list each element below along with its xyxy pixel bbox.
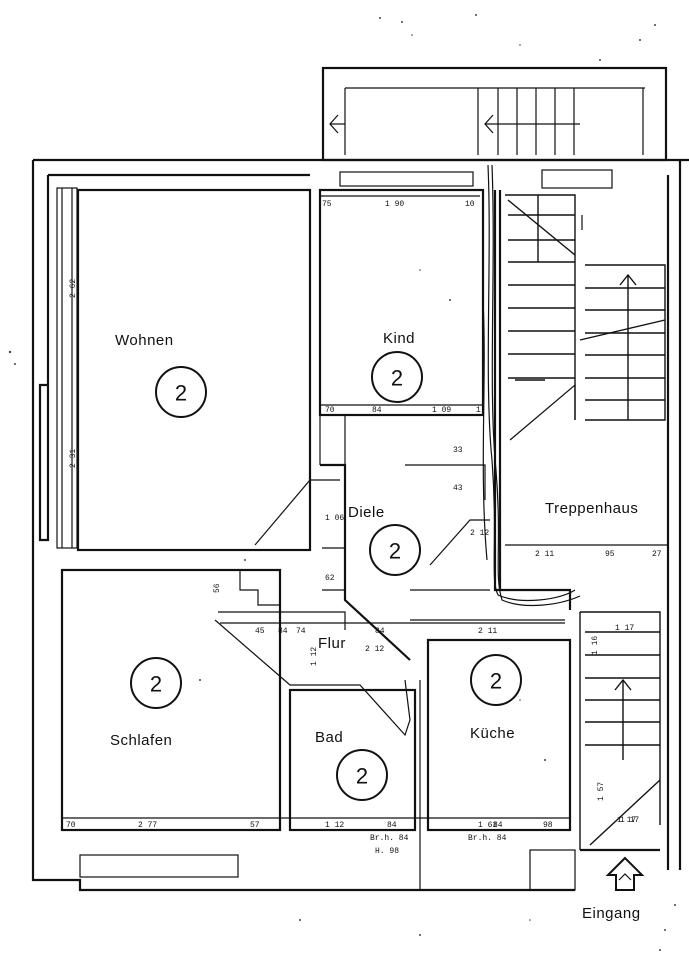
room-kueche xyxy=(426,638,576,891)
dim-diele-side-1: 33 xyxy=(453,446,463,455)
scan-noise xyxy=(8,14,676,951)
dim-right-3: 1 57 xyxy=(597,782,606,801)
number-circle-wohnen: 2 xyxy=(155,366,207,418)
number-kind: 2 xyxy=(391,366,403,391)
number-circle-bad: 2 xyxy=(336,749,388,801)
dim-flur-2: 84 xyxy=(278,627,288,636)
number-circle-kueche: 2 xyxy=(470,654,522,706)
entrance-arrow-icon xyxy=(605,856,645,891)
label-eingang: Eingang xyxy=(582,905,641,922)
dim-door-note-2: H. 98 xyxy=(375,847,399,856)
dim-diele-side-3: 2 12 xyxy=(470,529,489,538)
dim-bottom-1: 70 xyxy=(66,821,76,830)
dim-flur-3: 74 xyxy=(296,627,306,636)
dim-diele-left-2: 62 xyxy=(325,574,335,583)
dim-bottom-5: 84 xyxy=(387,821,397,830)
dim-kind-top-2: 1 90 xyxy=(385,200,404,209)
dim-wohnen-side-1: 2 62 xyxy=(69,279,78,298)
number-bad: 2 xyxy=(356,764,368,789)
number-kueche: 2 xyxy=(490,669,502,694)
dim-bottom-2: 2 77 xyxy=(138,821,157,830)
dim-bottom-4: 1 12 xyxy=(325,821,344,830)
dim-treppen-1: 2 11 xyxy=(535,550,554,559)
dim-flur-4: 84 xyxy=(375,627,385,636)
dim-door-note-1: Br.h. 84 xyxy=(370,834,409,843)
label-kind: Kind xyxy=(383,330,415,347)
conduit-lines xyxy=(482,164,581,607)
dim-small-3: 1 16 xyxy=(591,636,600,655)
label-bad: Bad xyxy=(315,729,343,746)
room-flur xyxy=(214,611,565,737)
label-schlafen: Schlafen xyxy=(110,732,172,749)
dim-kind-bottom-4: 1 xyxy=(476,406,481,415)
dim-kind-bottom-1: 70 xyxy=(325,406,335,415)
label-diele: Diele xyxy=(348,504,385,521)
dim-right-1: 1 17 xyxy=(615,624,634,633)
entrance-stairs xyxy=(579,160,682,870)
number-circle-kind: 2 xyxy=(371,351,423,403)
balcony xyxy=(321,66,668,162)
dim-door-note-3: Br.h. 84 xyxy=(468,834,507,843)
dim-right-2: 1 17 xyxy=(617,816,636,825)
dim-kind-bottom-2: 84 xyxy=(372,406,382,415)
dim-small-2: 1 12 xyxy=(310,647,319,666)
number-circle-diele: 2 xyxy=(369,524,421,576)
label-flur: Flur xyxy=(318,635,346,652)
dim-kind-top-1: 75 xyxy=(322,200,332,209)
dimension-annotations: 75 1 90 10 2 62 2 31 70 84 1 09 1 33 43 … xyxy=(62,195,668,856)
number-wohnen: 2 xyxy=(175,381,187,406)
room-kind xyxy=(318,188,485,465)
dim-bottom-3: 57 xyxy=(250,821,260,830)
dim-small-1: 56 xyxy=(213,583,222,593)
dim-kind-bottom-3: 1 09 xyxy=(432,406,451,415)
dim-bottom-9: 1 17 xyxy=(620,816,639,825)
label-kueche: Küche xyxy=(470,725,515,742)
dim-treppen-3: 27 xyxy=(652,550,662,559)
number-schlafen: 2 xyxy=(150,672,162,697)
dim-flur-1: 45 xyxy=(255,627,265,636)
number-diele: 2 xyxy=(389,539,401,564)
label-treppenhaus: Treppenhaus xyxy=(545,500,638,517)
dim-bottom-7: 84 xyxy=(493,821,503,830)
room-wohnen xyxy=(76,188,312,552)
dim-diele-left-1: 1 06 xyxy=(325,514,344,523)
dim-wohnen-side-2: 2 31 xyxy=(69,449,78,468)
dim-flur-5: 2 12 xyxy=(365,645,384,654)
outer-walls xyxy=(31,158,689,892)
dim-kind-top-3: 10 xyxy=(465,200,475,209)
room-schlafen xyxy=(60,568,282,878)
dim-treppen-2: 95 xyxy=(605,550,615,559)
room-bad xyxy=(288,680,421,890)
number-circle-schlafen: 2 xyxy=(130,657,182,709)
room-diele xyxy=(254,463,490,661)
label-wohnen: Wohnen xyxy=(115,332,174,349)
dim-diele-side-2: 43 xyxy=(453,484,463,493)
dim-flur-6: 2 11 xyxy=(478,627,497,636)
dim-bottom-6: 1 61 xyxy=(478,821,497,830)
dim-bottom-8: 98 xyxy=(543,821,553,830)
